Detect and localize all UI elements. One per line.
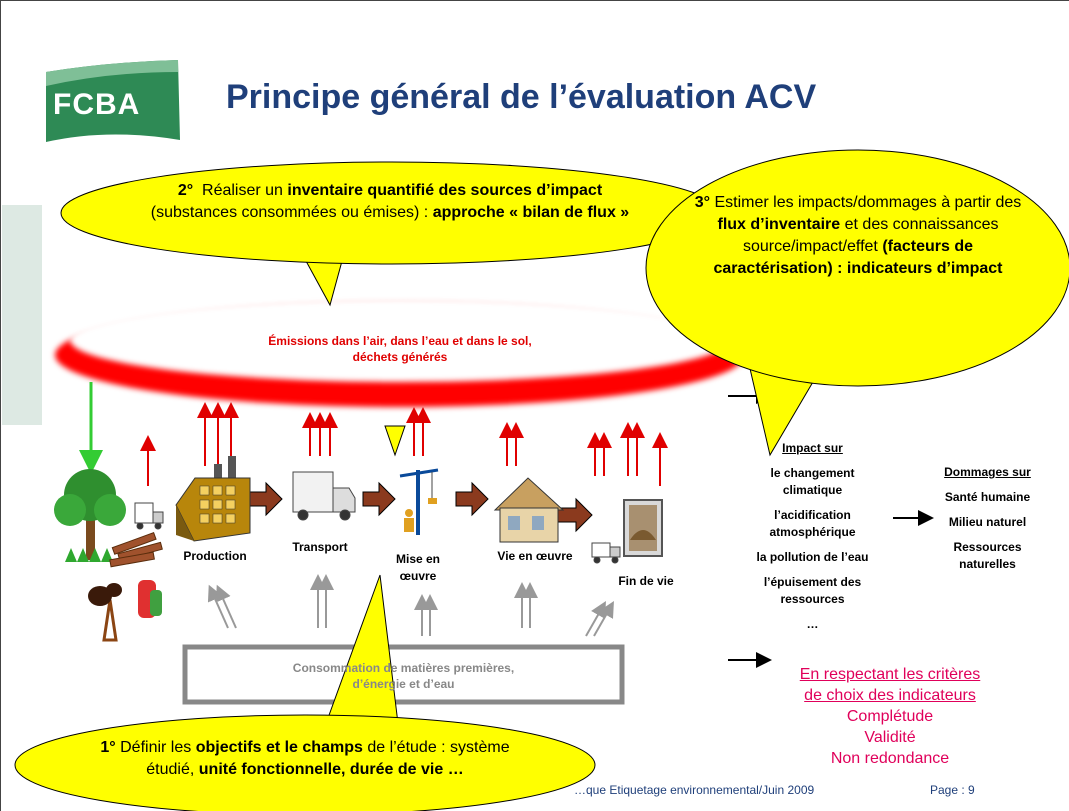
footer-text: …que Etiquetage environnemental/Juin 200… <box>574 783 815 797</box>
criteria-block: En respectant les critères de choix des … <box>790 664 990 769</box>
consumption-arrow <box>215 584 237 629</box>
damage-item: Ressources naturelles <box>953 540 1022 571</box>
criteria-link[interactable]: En respectant les critères de choix des … <box>799 666 981 704</box>
emission-arrows <box>140 402 668 486</box>
house-icon <box>493 477 565 543</box>
impact-header: Impact sur <box>782 441 843 455</box>
cloud-line-2: déchets générés <box>352 350 448 364</box>
consumption-line-1: Consommation de matières premières, <box>292 661 515 675</box>
impact-item: l’acidification atmosphérique <box>769 508 856 539</box>
impact-item: la pollution de l’eau <box>756 550 869 564</box>
bubble-2-bold-1: inventaire quantifié des sources d’impac… <box>287 182 603 199</box>
bubble-2-bold-2: approche « bilan de flux » <box>432 204 630 221</box>
bubble-2-text: 2° Réaliser un inventaire quantifié des … <box>135 180 645 224</box>
pointer-triangle <box>384 425 406 457</box>
criteria-item: Validité <box>864 729 916 746</box>
logo-flag-highlight <box>46 60 178 86</box>
process-arrow <box>455 481 489 517</box>
bubble-2-number: 2° <box>177 182 194 199</box>
bubble-3-text: 3° Estimer les impacts/dommages à partir… <box>688 192 1028 280</box>
consumption-line-2: d’énergie et d’eau <box>352 677 455 691</box>
bubble-1-number: 1° <box>100 739 116 756</box>
consumption-box <box>182 644 625 705</box>
factory-icon <box>175 456 251 542</box>
logo-flag-shape <box>46 60 180 142</box>
stage-fin-de-vie: Fin de vie <box>618 574 674 588</box>
bubble-1-text: 1° Définir les objectifs et le champs de… <box>100 737 510 781</box>
logo-text: FCBA <box>53 88 141 121</box>
consumption-arrows <box>207 574 614 637</box>
bubble-2-text-1: Réaliser un <box>202 182 288 199</box>
damage-header: Dommages sur <box>944 465 1031 479</box>
cloud-text: Émissions dans l’air, dans l’eau et dans… <box>180 333 620 365</box>
bubble-3-number: 3° <box>694 194 711 211</box>
bubble-1-text-2: de l’étude : système étudié, <box>146 739 510 778</box>
consumption-arrow <box>585 601 606 637</box>
process-arrows <box>249 481 593 533</box>
tree-icon <box>54 469 126 562</box>
page-number: Page : 9 <box>930 783 975 797</box>
bubble-2-text-2: (substances consommées ou émises) : <box>150 204 433 221</box>
emissions-cloud <box>55 298 745 407</box>
side-decoration-band <box>2 205 42 425</box>
truck-icon <box>292 471 356 521</box>
stage-transport: Transport <box>292 540 348 554</box>
impact-item: … <box>806 617 819 631</box>
bubble-1-bold-1: objectifs et le champs <box>195 739 363 756</box>
bubble-3-text-1: Estimer les impacts/dommages à partir de… <box>710 194 1022 211</box>
consumption-arrow <box>593 601 614 637</box>
slide-left-border <box>0 0 1 811</box>
damage-item: Milieu naturel <box>948 515 1027 529</box>
consumption-arrow <box>207 584 229 629</box>
bubble-3-text-2: et des connaissances source/impact/effet <box>742 216 999 255</box>
process-arrow <box>249 481 283 517</box>
stage-vie-en-oeuvre: Vie en œuvre <box>497 549 573 563</box>
bubble-1 <box>14 574 596 811</box>
impact-item: le changement climatique <box>770 466 855 497</box>
criteria-item: Non redondance <box>830 750 950 767</box>
landfill-icon <box>623 499 663 557</box>
crane-icon <box>399 468 439 535</box>
cloud-line-1: Émissions dans l’air, dans l’eau et dans… <box>268 334 532 348</box>
damage-item: Santé humaine <box>944 490 1031 504</box>
process-arrow <box>362 481 396 517</box>
slide-top-border <box>0 0 1069 1</box>
damage-list: Dommages sur Santé humaine Milieu nature… <box>930 464 1045 573</box>
wood-logs-icon <box>109 532 163 568</box>
bubble-3 <box>645 149 1069 457</box>
small-truck-icon <box>591 542 621 564</box>
stage-production: Production <box>183 549 247 563</box>
consumption-text: Consommation de matières premières, d’én… <box>190 660 617 692</box>
bubble-3-bold-1: flux d’inventaire <box>717 216 841 233</box>
bubble-2 <box>60 161 722 307</box>
bubble-1-bold-2: unité fonctionnelle, durée de vie … <box>198 761 464 778</box>
criteria-item: Complétude <box>846 708 934 725</box>
bubble-1-text-1: Définir les <box>115 739 196 756</box>
fcba-logo <box>46 60 180 142</box>
page-title: Principe général de l’évaluation ACV <box>226 78 817 116</box>
bubble-3-bold-2: (facteurs de caractérisation) : indicate… <box>713 238 1003 277</box>
impact-list: Impact sur le changement climatique l’ac… <box>745 440 880 633</box>
impact-item: l’épuisement des ressources <box>763 575 862 606</box>
stage-mise-en-oeuvre: Mise en œuvre <box>395 552 440 583</box>
gas-bottle-icon <box>138 580 162 618</box>
small-truck-icon <box>134 502 164 530</box>
oil-derrick-icon <box>88 583 122 642</box>
